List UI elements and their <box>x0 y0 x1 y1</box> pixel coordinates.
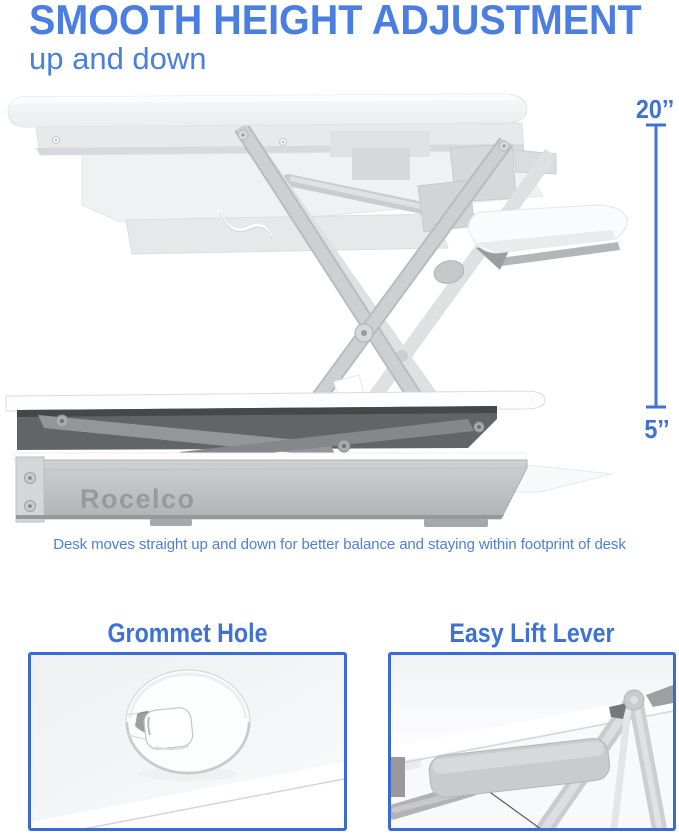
caption-text: Desk moves straight up and down for bett… <box>53 536 626 553</box>
easy-lift-lever-label: Easy Lift Lever <box>449 618 615 648</box>
page-subtitle: up and down <box>29 41 207 76</box>
scissor-legs <box>234 122 557 433</box>
dimension-line <box>646 123 666 409</box>
grommet-hole-label: Grommet Hole <box>107 618 268 648</box>
page-title: SMOOTH HEIGHT ADJUSTMENT <box>29 0 642 43</box>
brand-logo: Rocelco <box>80 484 196 514</box>
lift-lever <box>428 738 611 798</box>
max-height-label: 20’’ <box>635 94 675 124</box>
easy-lift-lever-image <box>388 652 676 831</box>
grommet-hole-image <box>28 652 347 831</box>
left-panel <box>391 757 405 797</box>
keyboard-tray <box>433 204 628 284</box>
middle-platform <box>5 390 546 412</box>
lower-assembly <box>17 406 497 462</box>
grommet-hole <box>125 669 251 781</box>
base-platform: Rocelco <box>13 452 528 527</box>
desk-top <box>7 93 528 128</box>
cable <box>479 784 541 828</box>
desk-surface <box>391 655 673 748</box>
min-height-label: 5’’ <box>644 414 670 444</box>
